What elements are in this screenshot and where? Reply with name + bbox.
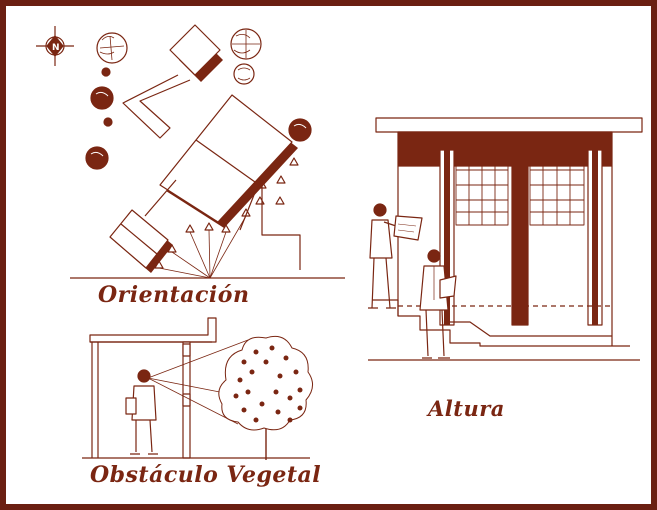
shrub-icon	[101, 67, 111, 77]
plan-building	[159, 94, 293, 223]
window-grid	[455, 154, 509, 226]
plan-tree-icon	[230, 28, 262, 60]
caption-vegetation-obstacle: Obstáculo Vegetal	[90, 462, 322, 488]
plan-tree-icon	[96, 32, 128, 64]
caption-height: Altura	[428, 396, 505, 421]
plan-tree-icon	[85, 146, 109, 170]
deciduous-tree-icon	[218, 335, 313, 460]
caption-orientation: Orientación	[98, 282, 250, 308]
person-reading-figure	[368, 203, 423, 309]
person-observer-figure	[125, 369, 158, 455]
orientation-diagram: N	[36, 24, 345, 279]
height-diagram	[368, 117, 643, 361]
north-arrow-icon: N	[36, 26, 74, 66]
plan-tree-icon	[233, 63, 255, 85]
svg-text:N: N	[52, 43, 60, 53]
person-with-papers-figure	[419, 249, 457, 359]
plan-tree-icon	[288, 118, 312, 142]
plan-tree-icon	[90, 86, 114, 110]
shrub-icon	[103, 117, 113, 127]
plan-building	[169, 24, 221, 76]
vegetation-obstacle-diagram	[82, 317, 313, 460]
window-grid	[529, 154, 585, 226]
